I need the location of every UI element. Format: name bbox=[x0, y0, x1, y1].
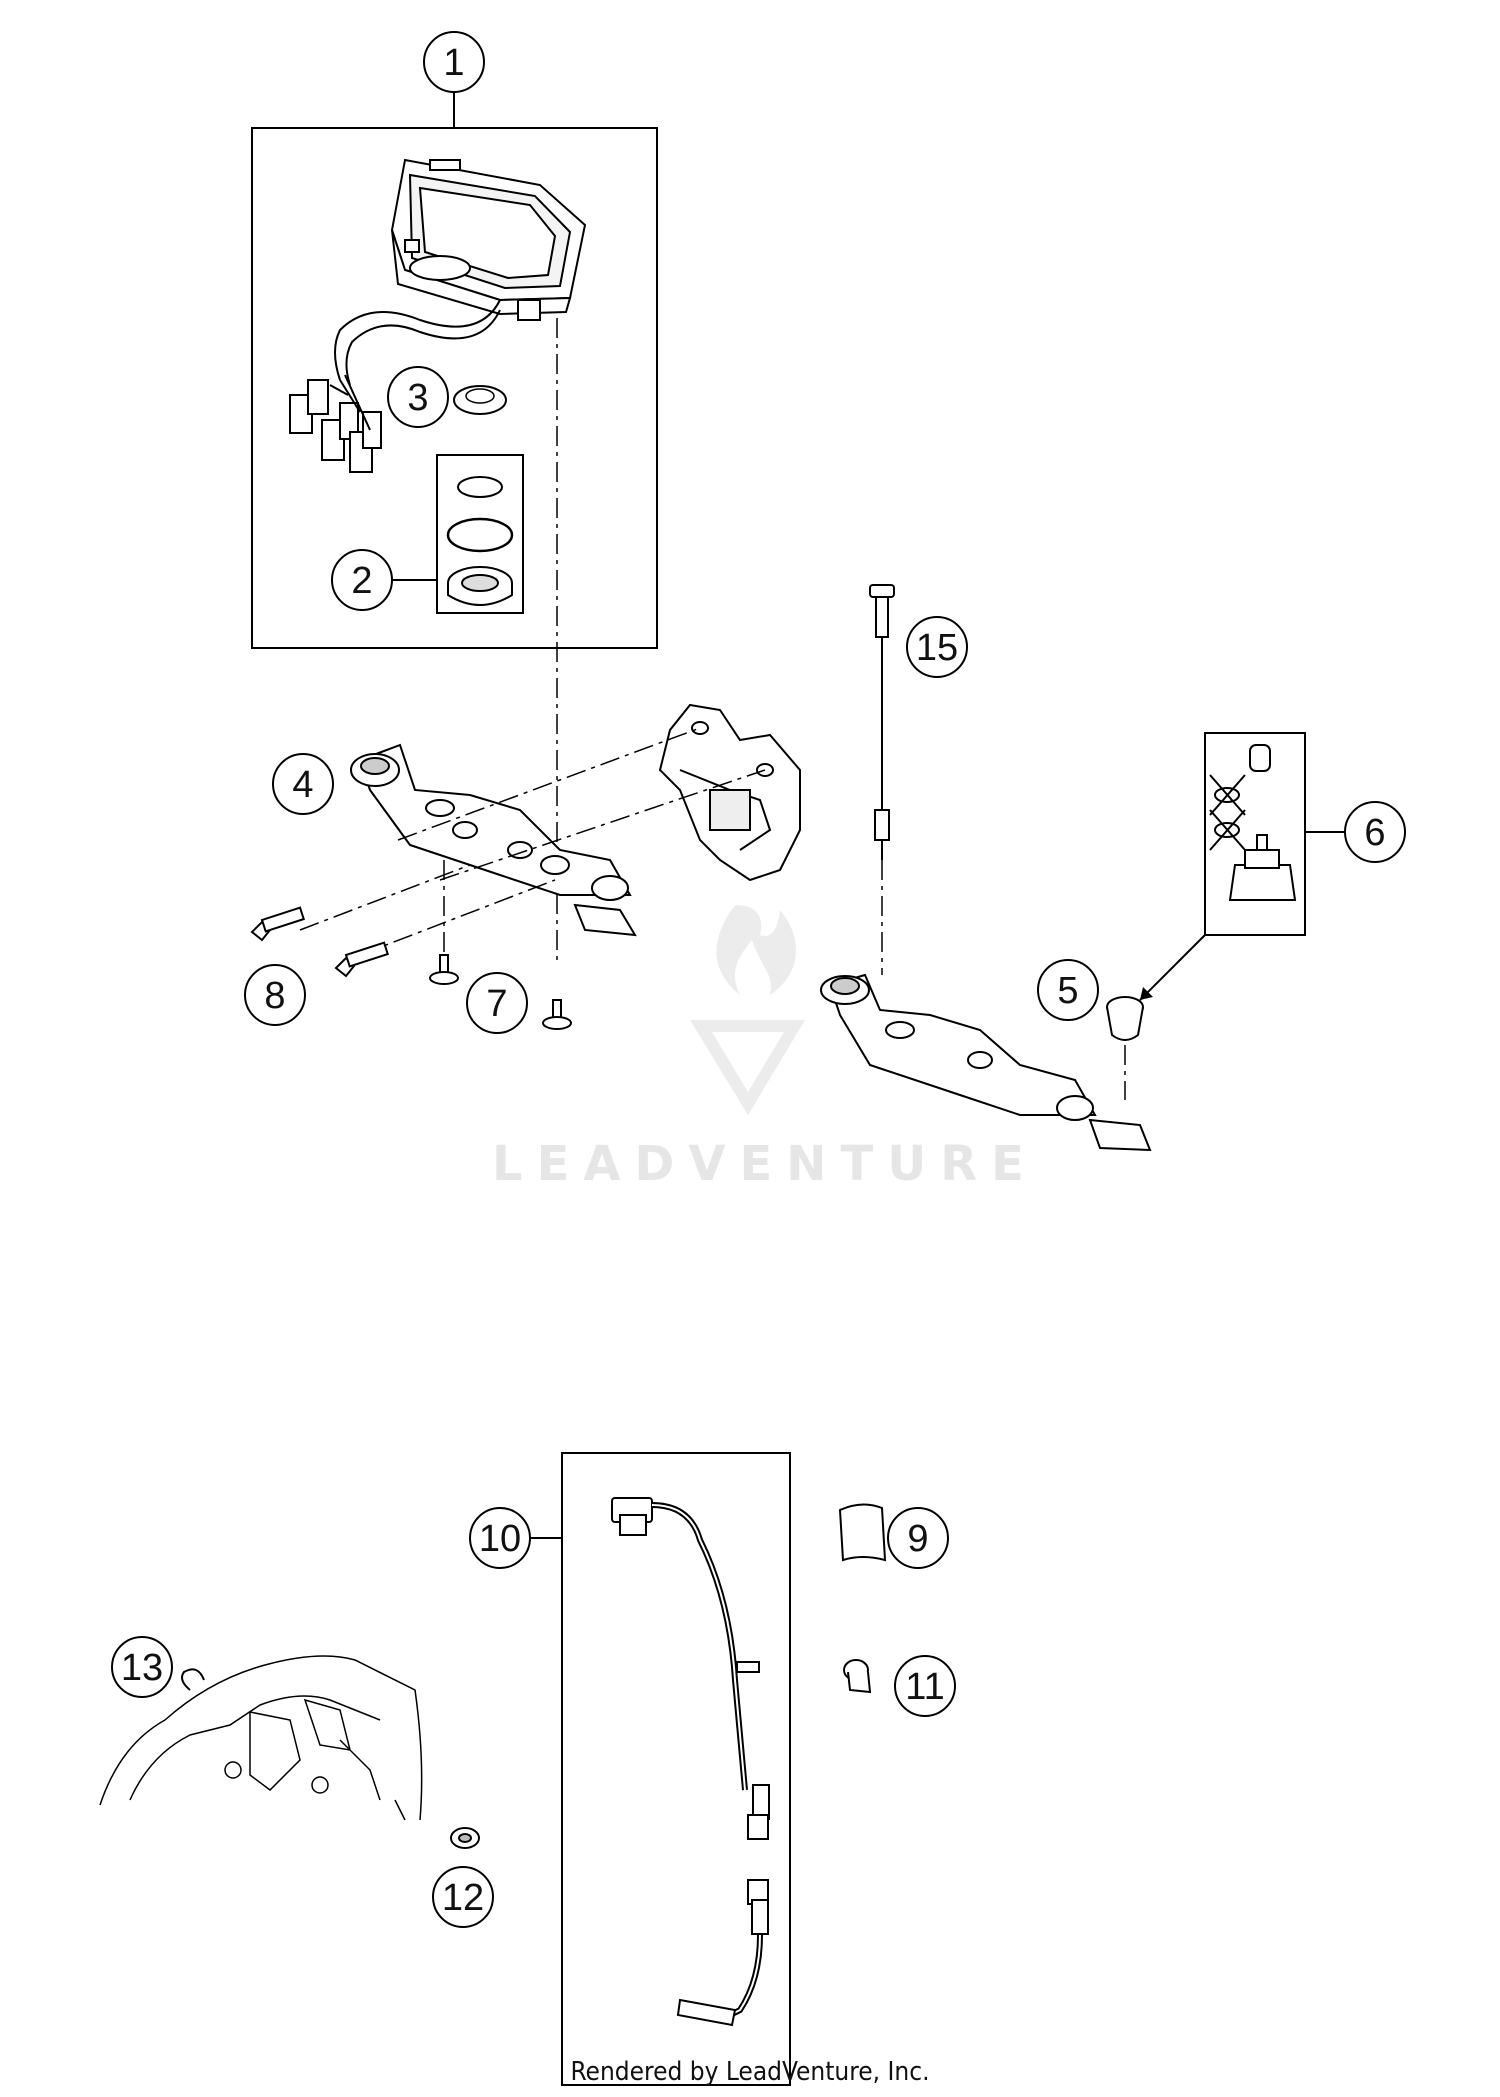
leadventure-watermark: LEADVENTURE bbox=[492, 905, 1038, 1192]
callout-label: 11 bbox=[905, 1666, 944, 1708]
cable-part-10 bbox=[611, 1497, 770, 2027]
bolt-axis-3 bbox=[299, 864, 471, 931]
callout-7[interactable]: 7 bbox=[466, 972, 528, 1034]
callout-label: 1 bbox=[443, 42, 464, 84]
callout-4[interactable]: 4 bbox=[272, 753, 334, 815]
callout-1[interactable]: 1 bbox=[423, 31, 485, 93]
watermark-v-logo bbox=[690, 1020, 805, 1115]
callout-label: 15 bbox=[916, 627, 958, 669]
callout-label: 7 bbox=[486, 983, 507, 1025]
sensor-part-15 bbox=[869, 584, 895, 860]
callout-2[interactable]: 2 bbox=[331, 549, 393, 611]
arrow-head-6-to-5 bbox=[1140, 987, 1153, 1000]
wheel-hub-part bbox=[99, 1655, 423, 1821]
o-ring-large bbox=[446, 517, 514, 553]
bracket-right bbox=[820, 973, 1152, 1152]
callout-11[interactable]: 11 bbox=[894, 1655, 956, 1717]
callout-15[interactable]: 15 bbox=[906, 616, 968, 678]
clip-part-11 bbox=[843, 1659, 872, 1694]
clip-part-9 bbox=[838, 1503, 887, 1562]
callout-5[interactable]: 5 bbox=[1037, 959, 1099, 1021]
arrow-line-6-to-5 bbox=[1139, 934, 1206, 1001]
part-6-components bbox=[1209, 744, 1297, 901]
grommet-part-2 bbox=[447, 566, 513, 606]
callout-6[interactable]: 6 bbox=[1344, 801, 1406, 863]
callout-label: 6 bbox=[1364, 812, 1385, 854]
callout-label: 9 bbox=[907, 1518, 928, 1560]
bracket-part-4 bbox=[350, 743, 637, 937]
callout-label: 2 bbox=[351, 560, 372, 602]
bolt-part-8-lower bbox=[334, 941, 390, 978]
callout-12[interactable]: 12 bbox=[432, 1866, 494, 1928]
instrument-cluster-part bbox=[334, 158, 587, 386]
mount-bracket bbox=[658, 703, 801, 882]
cap-part-3-inner bbox=[465, 388, 495, 404]
callout-label: 4 bbox=[292, 764, 313, 806]
snap-ring-part-13 bbox=[181, 1668, 205, 1691]
watermark-text: LEADVENTURE bbox=[492, 1136, 1038, 1192]
callout-9[interactable]: 9 bbox=[887, 1507, 949, 1569]
footer-credit: Rendered by LeadVenture, Inc. bbox=[570, 2057, 929, 2087]
group-box-cable bbox=[561, 1452, 791, 2086]
callout-label: 12 bbox=[442, 1877, 484, 1919]
callout-label: 13 bbox=[121, 1647, 163, 1689]
callout-3[interactable]: 3 bbox=[387, 366, 449, 428]
callout-10[interactable]: 10 bbox=[469, 1507, 531, 1569]
spacer-part-12 bbox=[450, 1827, 480, 1849]
cluster-connectors bbox=[289, 374, 382, 473]
callout-label: 10 bbox=[479, 1518, 521, 1560]
callout-label: 3 bbox=[407, 377, 428, 419]
screw-part-7-b bbox=[542, 999, 572, 1030]
callout-8[interactable]: 8 bbox=[244, 964, 306, 1026]
callout-label: 8 bbox=[264, 975, 285, 1017]
watermark-flame-logo bbox=[716, 905, 797, 995]
bolt-axis-2 bbox=[439, 769, 766, 881]
callout-label: 5 bbox=[1057, 970, 1078, 1012]
sub-box-part-2 bbox=[436, 454, 524, 614]
sub-box-part-6 bbox=[1204, 732, 1306, 936]
callout-13[interactable]: 13 bbox=[111, 1636, 173, 1698]
bolt-axis-4 bbox=[359, 879, 556, 956]
bolt-part-8-upper bbox=[250, 906, 306, 942]
o-ring-small bbox=[457, 476, 503, 498]
bushing-part-5 bbox=[1106, 996, 1144, 1041]
screw-part-7-a bbox=[429, 954, 459, 985]
bolt-axis-1 bbox=[397, 727, 701, 841]
